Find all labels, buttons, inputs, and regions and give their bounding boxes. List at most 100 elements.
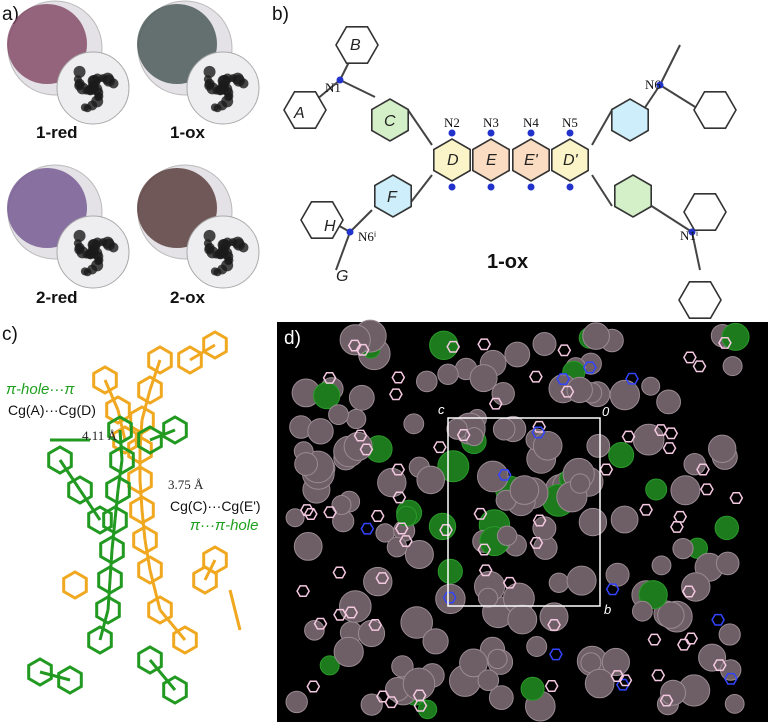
atom-sphere <box>488 685 514 710</box>
crystal-grain <box>88 75 101 88</box>
stick-ring <box>353 429 368 442</box>
atom-label-N6: N6 <box>645 77 661 92</box>
aromatic-ring <box>62 570 88 600</box>
solvent-molecule <box>520 676 545 701</box>
compound-label: 1-ox <box>487 251 528 273</box>
stick-ring <box>696 463 710 476</box>
atom-sphere <box>464 427 484 447</box>
stick-ring <box>651 669 666 682</box>
crystal-grain <box>215 84 226 95</box>
ring <box>432 138 472 182</box>
atom-label-N6i: N6ⁱ <box>358 229 376 244</box>
stick-ring <box>621 430 636 443</box>
ring-label-D-prime: D' <box>563 152 579 169</box>
stick-ring <box>659 694 674 707</box>
atom-sphere <box>632 600 653 622</box>
aromatic-ring <box>147 595 173 625</box>
atom-sphere <box>672 538 694 560</box>
nitrogen-atom <box>487 183 495 191</box>
atom-sphere <box>333 636 364 668</box>
solvent-molecule <box>417 699 438 720</box>
solvent-molecule <box>608 442 635 468</box>
crystal-grain <box>74 78 85 89</box>
stick-ring <box>502 576 517 589</box>
bond <box>148 569 162 611</box>
crystal-grain <box>94 93 103 102</box>
crystal-grain <box>218 239 231 252</box>
atom-sphere <box>459 648 488 678</box>
atom-sphere <box>477 669 500 692</box>
aromatic-ring <box>27 657 53 687</box>
bond <box>189 343 216 362</box>
bond <box>691 231 701 271</box>
atom-sphere <box>657 601 685 629</box>
axis-label-origin: 0 <box>602 404 610 419</box>
bond <box>203 559 217 581</box>
ring <box>683 193 727 231</box>
bond <box>148 659 177 691</box>
atom-sphere <box>491 382 515 406</box>
stick-ring <box>394 522 409 535</box>
atom-label-N3: N3 <box>483 115 499 130</box>
atom-sphere <box>404 540 434 569</box>
atom-sphere <box>566 565 597 596</box>
atom-sphere <box>698 643 727 672</box>
crystal-grain <box>224 93 233 102</box>
stick-ring <box>399 535 413 548</box>
atom-sphere <box>651 555 672 576</box>
stick-ring <box>442 591 457 604</box>
stick-ring <box>303 508 318 520</box>
atom-sphere <box>586 434 611 458</box>
atom-sphere <box>294 452 319 476</box>
bond <box>591 109 613 146</box>
ring <box>370 98 410 142</box>
ring <box>613 174 653 218</box>
atom-label-N2: N2 <box>444 115 460 130</box>
nitrogen-atom <box>688 228 696 236</box>
atom-sphere <box>487 648 508 670</box>
stick-ring <box>673 510 688 523</box>
ring-label-C: C <box>384 113 396 130</box>
stick-ring <box>359 443 374 456</box>
crystal-grain <box>80 103 89 112</box>
ring <box>693 91 737 129</box>
stick-ring <box>605 583 620 596</box>
atom-sphere <box>416 370 438 393</box>
stick-ring <box>368 618 383 631</box>
atom-sphere <box>566 376 593 404</box>
crystal-grain <box>74 242 85 253</box>
solvent-molecule <box>429 330 459 360</box>
stick-ring <box>313 617 328 630</box>
crystal-grain <box>210 267 219 276</box>
stick-ring <box>300 504 314 517</box>
bond <box>98 609 110 641</box>
atom-sphere <box>532 516 557 541</box>
stick-ring <box>322 371 337 384</box>
atom-sphere <box>360 693 383 716</box>
ring <box>300 201 344 239</box>
ring <box>335 25 379 65</box>
stick-ring <box>718 336 732 349</box>
atom-sphere <box>715 551 740 576</box>
stick-ring <box>729 492 744 504</box>
aromatic-ring <box>95 595 121 625</box>
atom-sphere <box>348 384 375 411</box>
atom-sphere <box>343 431 373 461</box>
atom-sphere <box>477 460 509 493</box>
atom-sphere <box>708 434 737 463</box>
ring-label-E-prime: E' <box>524 152 539 169</box>
bond <box>591 174 613 207</box>
solvent-molecule <box>714 515 739 541</box>
atom-sphere <box>532 431 563 461</box>
atom-sphere <box>285 508 305 528</box>
atom-sphere <box>656 389 681 415</box>
atom-sphere <box>416 465 446 495</box>
stick-ring <box>392 491 407 504</box>
aromatic-ring <box>109 445 135 475</box>
aromatic-ring <box>137 645 163 675</box>
nitrogen-atom <box>448 183 456 191</box>
atom-sphere <box>400 606 434 639</box>
stick-ring <box>477 338 492 351</box>
stick-ring <box>556 373 571 386</box>
sample-label-1-red: 1-red <box>36 123 78 142</box>
